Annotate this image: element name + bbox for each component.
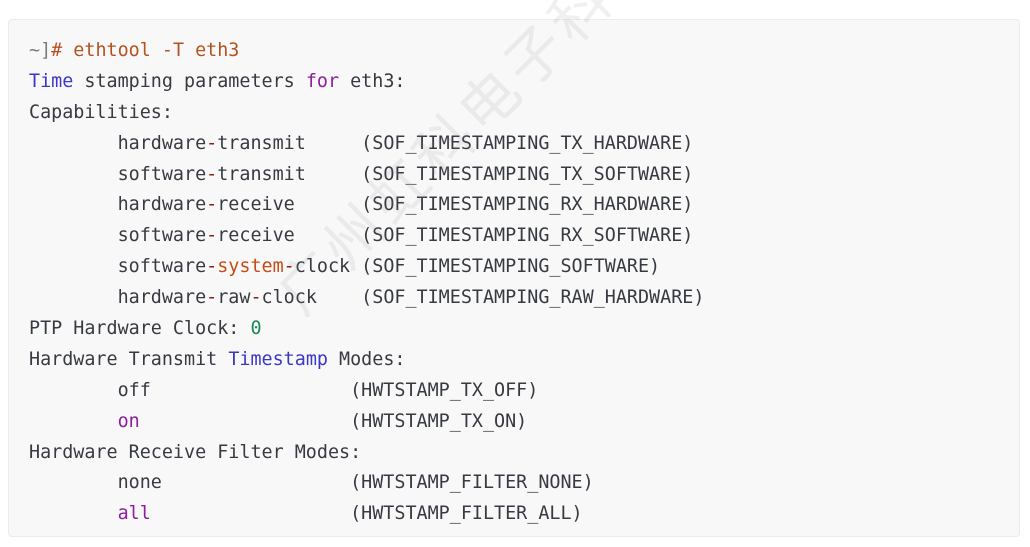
code-token: transmit (SOF_TIMESTAMPING_TX_SOFTWARE)	[217, 163, 694, 185]
code-token: PTP Hardware Clock:	[29, 318, 251, 340]
code-token: -	[250, 287, 262, 309]
code-token: all	[117, 503, 151, 525]
code-token: (HWTSTAMP_TX_ON)	[139, 410, 528, 432]
code-line: Hardware Transmit Timestamp Modes:	[29, 345, 704, 376]
code-token: Time	[29, 70, 74, 92]
code-token: 0	[250, 318, 262, 340]
code-token: none (HWTSTAMP_FILTER_NONE)	[29, 472, 594, 494]
code-token: -	[206, 287, 218, 309]
code-token: hardware	[29, 287, 207, 309]
code-token: -	[206, 194, 218, 216]
code-token: on	[117, 410, 140, 432]
code-token: clock (SOF_TIMESTAMPING_SOFTWARE)	[294, 256, 661, 278]
code-line: ~]# ethtool -T eth3	[29, 36, 704, 67]
code-token: hardware	[29, 194, 207, 216]
code-line: on (HWTSTAMP_TX_ON)	[29, 407, 704, 438]
code-token: Hardware Transmit	[29, 348, 229, 370]
code-token: raw	[217, 287, 251, 309]
code-token	[29, 411, 118, 432]
code-line: PTP Hardware Clock: 0	[29, 314, 704, 345]
code-token: (HWTSTAMP_FILTER_ALL)	[150, 503, 583, 525]
code-line: all (HWTSTAMP_FILTER_ALL)	[29, 499, 704, 530]
code-token: -	[206, 163, 218, 185]
code-token: # ethtool -T eth3	[51, 40, 240, 61]
code-token: Timestamp	[228, 348, 328, 370]
code-line: none (HWTSTAMP_FILTER_NONE)	[29, 468, 704, 499]
code-token: eth3:	[339, 70, 406, 92]
code-line: Time stamping parameters for eth3:	[29, 67, 704, 98]
code-token: software	[29, 225, 207, 247]
code-token: -	[283, 256, 295, 278]
code-line: software-transmit (SOF_TIMESTAMPING_TX_S…	[29, 160, 704, 191]
code-token	[29, 503, 118, 524]
code-line: hardware-raw-clock (SOF_TIMESTAMPING_RAW…	[29, 283, 705, 314]
code-token: system	[217, 256, 284, 278]
code-line: software-receive (SOF_TIMESTAMPING_RX_SO…	[29, 221, 704, 252]
code-token: Hardware Receive Filter Modes:	[29, 441, 362, 463]
code-token: -	[206, 256, 218, 278]
code-token: hardware	[29, 132, 207, 154]
code-token: software	[29, 163, 207, 185]
code-token: Modes:	[327, 348, 406, 370]
code-line: off (HWTSTAMP_TX_OFF)	[29, 376, 704, 407]
code-token: ~]	[29, 40, 52, 61]
code-token: for	[305, 70, 340, 92]
code-line: Hardware Receive Filter Modes:	[29, 438, 704, 469]
code-line: hardware-transmit (SOF_TIMESTAMPING_TX_H…	[29, 129, 704, 160]
code-token: receive (SOF_TIMESTAMPING_RX_SOFTWARE)	[217, 225, 694, 247]
code-token: stamping parameters	[73, 70, 306, 92]
code-token: Capabilities:	[29, 101, 173, 123]
code-token: software	[29, 256, 207, 278]
code-token: -	[206, 132, 218, 154]
code-line: software-system-clock (SOF_TIMESTAMPING_…	[29, 252, 704, 283]
code-token: receive (SOF_TIMESTAMPING_RX_HARDWARE)	[217, 194, 694, 216]
code-line: Capabilities:	[29, 98, 704, 129]
code-line: hardware-receive (SOF_TIMESTAMPING_RX_HA…	[29, 190, 704, 221]
code-token: clock (SOF_TIMESTAMPING_RAW_HARDWARE)	[261, 287, 705, 309]
code-token: off (HWTSTAMP_TX_OFF)	[29, 379, 539, 401]
code-token: -	[206, 225, 218, 247]
code-token: transmit (SOF_TIMESTAMPING_TX_HARDWARE)	[217, 132, 694, 154]
